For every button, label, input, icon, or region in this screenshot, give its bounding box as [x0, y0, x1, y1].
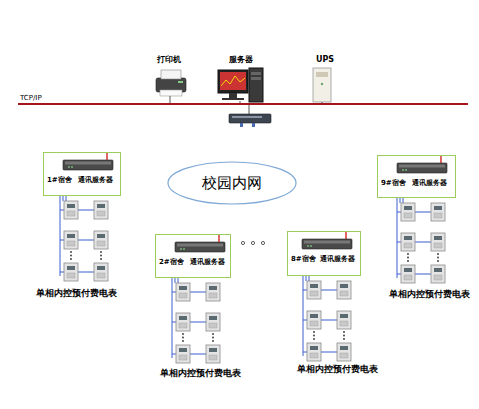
text-label: 单相内控预付费电表	[36, 289, 117, 299]
switch-icon	[229, 114, 271, 127]
text-label: UPS	[316, 56, 334, 65]
node-text: 通讯服务器	[320, 256, 355, 264]
comm-server-icon	[175, 235, 225, 252]
node-title: 校园内网	[202, 175, 262, 192]
printer-icon	[156, 70, 186, 96]
node-text: 通讯服务器	[78, 177, 113, 185]
meter-cluster	[303, 276, 351, 361]
node-text: 通讯服务器	[412, 180, 447, 188]
meter-cluster	[60, 196, 108, 281]
text-label: 单相内控预付费电表	[297, 365, 378, 375]
ellipsis-dots	[241, 241, 264, 244]
comm-server-icon	[397, 156, 447, 173]
ups-icon	[313, 68, 331, 102]
node-title: 2#宿舍	[159, 259, 184, 267]
text-label: TCP/IP	[20, 95, 42, 103]
node-title: 8#宿舍	[291, 256, 316, 264]
node-title: 1#宿舍	[47, 177, 72, 185]
server-icon	[218, 68, 263, 102]
comm-server-icon	[63, 153, 113, 170]
text-label: 打印机	[157, 56, 181, 65]
node-title: 9#宿舍	[381, 180, 406, 188]
text-label: 单相内控预付费电表	[160, 369, 241, 379]
dorm-box: 9#宿舍通讯服务器	[377, 155, 456, 198]
meter-cluster	[172, 278, 220, 363]
network-ellipse: 校园内网	[167, 161, 297, 205]
dorm-box: 1#宿舍通讯服务器	[43, 152, 121, 196]
dorm-box: 8#宿舍通讯服务器	[287, 231, 361, 276]
network-bus	[18, 103, 468, 105]
text-label: 服务器	[229, 56, 253, 65]
comm-server-icon	[302, 232, 352, 249]
dorm-box: 2#宿舍通讯服务器	[155, 234, 231, 278]
meter-cluster	[397, 198, 445, 283]
node-text: 通讯服务器	[190, 259, 225, 267]
text-label: 单相内控预付费电表	[389, 290, 470, 300]
